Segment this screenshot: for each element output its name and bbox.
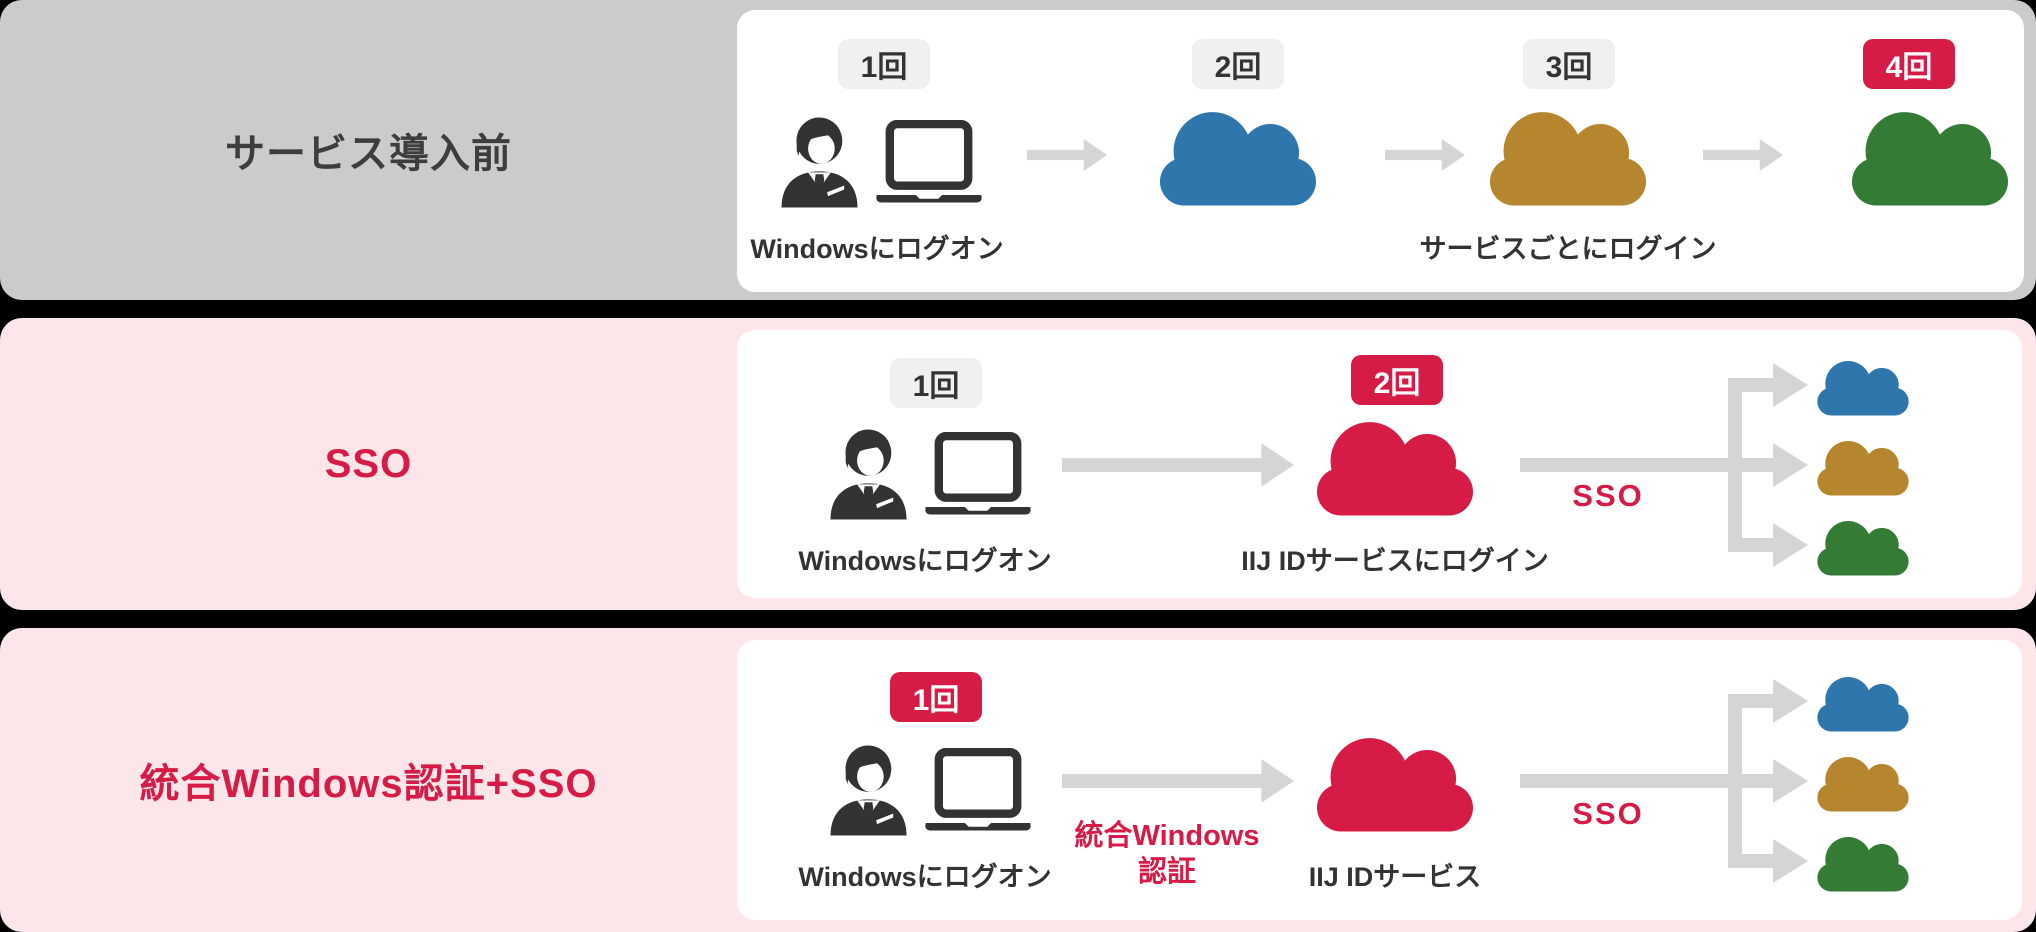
count-badge-1: 1回 [890,358,982,408]
cloud-icon-green-small [1813,515,1913,577]
row-iwa-sso: 統合Windows認証+SSO 1回 Windowsにログオン 統合Window… [0,628,2036,932]
count-badge-1: 1回 [838,39,930,89]
row-before-service: サービス導入前 1回 Windowsにログオン 2回 3回 サービスごとにログイ… [0,0,2036,300]
laptop-icon [873,120,985,214]
row-iwa-sso-panel: 1回 Windowsにログオン 統合Windows 認証 IIJ IDサービス … [737,640,2022,920]
business-person-icon [772,103,867,217]
arrow-right-icon [1062,759,1294,803]
laptop-icon [922,432,1034,526]
arrow-right-icon [1703,133,1783,177]
cloud-icon-gold [1483,102,1653,208]
count-badge-2: 2回 [1351,355,1443,405]
cloud-icon-blue-small [1813,671,1913,733]
sso-arrow-label: SSO [1572,478,1644,513]
business-person-icon [821,415,916,529]
cloud-icon-green [1845,102,2015,208]
row-sso-label: SSO [324,441,413,486]
caption-windows-logon: Windowsにログオン [798,546,1052,576]
laptop-icon [922,748,1034,842]
cloud-icon-gold-small [1813,435,1913,497]
caption-iwa-line1: 統合Windows [1074,820,1260,852]
caption-iij-id-login: IIJ IDサービスにログイン [1241,546,1549,576]
row-iwa-sso-label: 統合Windows認証+SSO [139,762,598,806]
row-before-panel: 1回 Windowsにログオン 2回 3回 サービスごとにログイン 4回 [737,10,2024,292]
cloud-icon-blue-small [1813,355,1913,417]
cloud-icon-red-iij [1310,412,1480,518]
count-badge-1: 1回 [890,672,982,722]
arrow-right-icon [1062,443,1294,487]
row-sso: SSO 1回 Windowsにログオン 2回 IIJ IDサービスにログイン S… [0,318,2036,610]
row-before-label: サービス導入前 [225,132,512,176]
caption-windows-logon: Windowsにログオン [798,862,1052,892]
sso-arrow-label: SSO [1572,796,1644,831]
count-badge-3: 3回 [1523,39,1615,89]
row-sso-panel: 1回 Windowsにログオン 2回 IIJ IDサービスにログイン SSO [737,330,2022,598]
count-badge-4: 4回 [1863,39,1955,89]
cloud-icon-blue [1153,102,1323,208]
caption-iij-id-service: IIJ IDサービス [1308,862,1482,892]
caption-windows-logon: Windowsにログオン [750,234,1004,264]
fork-arrows-icon [1520,355,1830,575]
fork-arrows-icon [1520,671,1830,891]
arrow-right-icon [1027,133,1107,177]
caption-login-per-service: サービスごとにログイン [1419,234,1717,264]
cloud-icon-red-iij [1310,728,1480,834]
cloud-icon-gold-small [1813,751,1913,813]
cloud-icon-green-small [1813,831,1913,893]
count-badge-2: 2回 [1192,39,1284,89]
caption-iwa-line2: 認証 [1137,856,1196,888]
arrow-right-icon [1385,133,1465,177]
business-person-icon [821,731,916,845]
